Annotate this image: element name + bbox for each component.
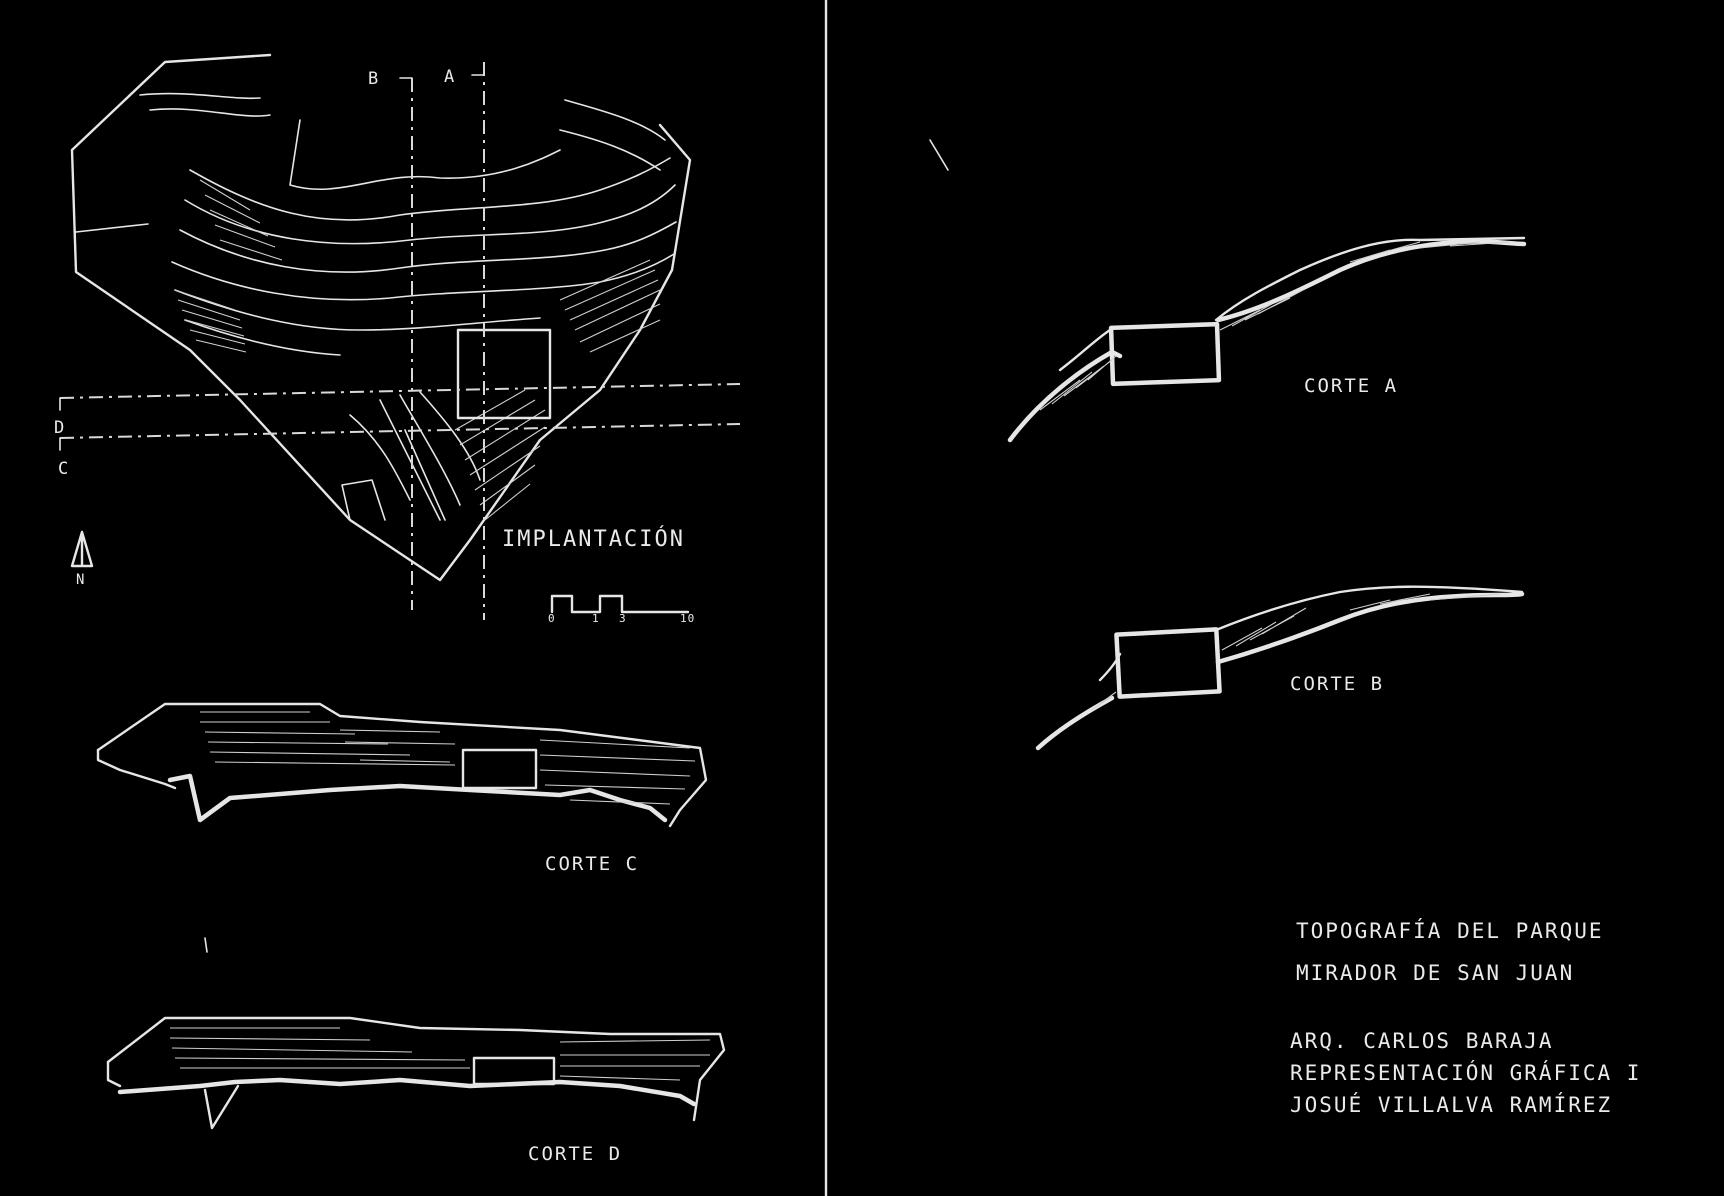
boundary-tick [75,223,149,233]
scale-label-3: 3 [619,612,627,625]
plan-hatching [174,179,661,521]
title-line-2: MIRADOR DE SAN JUAN [1296,961,1574,985]
section-mark-b: B [368,69,380,89]
credit-line-3: JOSUÉ VILLALVA RAMÍREZ [1290,1092,1612,1117]
section-c-building [461,748,538,790]
section-c-ground [167,773,668,823]
section-a-ground-left [1007,349,1123,443]
small-structure [341,479,386,521]
scale-bar: 0 1 3 10 [548,594,695,625]
section-b-label: CORTE B [1290,673,1384,695]
section-d-drawing: CORTE D [106,1016,726,1165]
section-b-ground-right [1215,591,1525,665]
section-line-c [59,423,741,439]
section-b-drawing: CORTE B [1035,585,1525,751]
section-lines [59,62,741,620]
north-label: N [76,572,85,588]
title-line-1: TOPOGRAFÍA DEL PARQUE [1296,918,1604,943]
section-a-label: CORTE A [1304,375,1398,397]
building-footprint [456,328,552,420]
section-b-building [1114,627,1222,699]
scale-label-0: 0 [548,612,556,625]
section-d-building [472,1056,556,1086]
section-mark-c: C [58,459,70,479]
stray-mark [929,139,949,171]
section-c-label: CORTE C [545,853,639,875]
title-block: TOPOGRAFÍA DEL PARQUE MIRADOR DE SAN JUA… [1290,918,1641,1117]
site-plan: B A D C N IMPLANTACIÓN 0 1 3 10 [54,53,741,625]
section-a-drawing: CORTE A [1007,236,1527,443]
contour-lines [139,92,677,521]
plan-title: IMPLANTACIÓN [502,526,685,552]
scale-label-1: 1 [592,612,600,625]
section-a-building [1108,321,1222,387]
section-b-ground-left [1035,695,1115,751]
section-mark-a: A [444,67,456,87]
stray-mark [204,937,208,953]
section-mark-d: D [54,418,66,438]
section-d-ground [117,1077,697,1107]
section-a-ground-right [1215,239,1527,323]
credit-line-1: ARQ. CARLOS BARAJA [1290,1029,1554,1053]
credit-line-2: REPRESENTACIÓN GRÁFICA I [1290,1060,1641,1085]
section-c-drawing: CORTE C [96,702,708,875]
site-boundary [70,53,692,582]
scale-label-10: 10 [680,612,695,625]
section-d-label: CORTE D [528,1143,622,1165]
section-line-d [59,383,741,399]
north-arrow-icon: N [70,530,94,588]
